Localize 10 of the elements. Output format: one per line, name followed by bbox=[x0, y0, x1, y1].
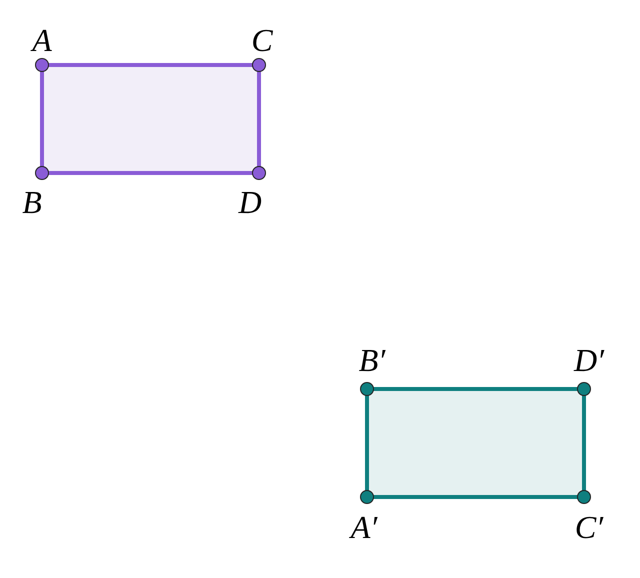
vertex-label: C bbox=[251, 24, 273, 56]
vertex-label: D′ bbox=[574, 344, 604, 376]
vertex-label: C′ bbox=[574, 511, 604, 543]
vertex-label: B bbox=[22, 186, 42, 218]
vertex-label: D bbox=[238, 186, 262, 218]
rectangle bbox=[365, 387, 586, 499]
vertex-label: A′ bbox=[350, 511, 378, 543]
vertex-label: B′ bbox=[358, 344, 386, 376]
rectangle bbox=[40, 63, 261, 175]
vertex-label: A bbox=[32, 24, 52, 56]
